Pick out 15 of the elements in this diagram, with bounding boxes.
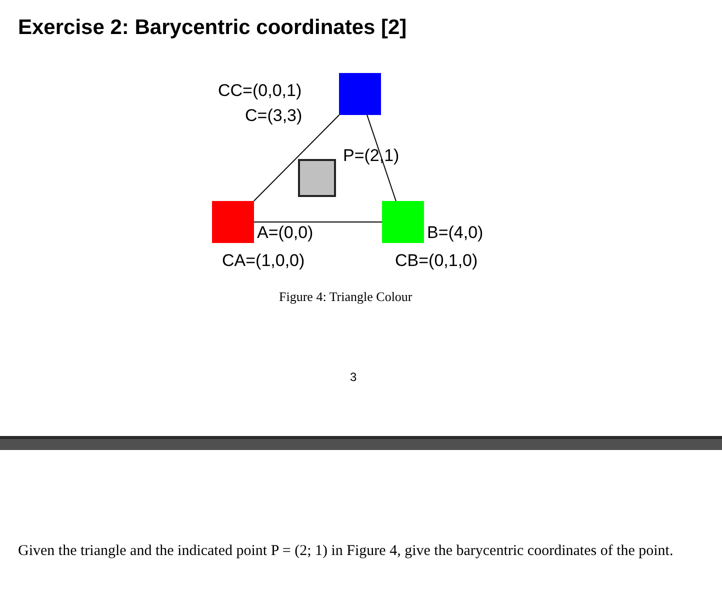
triangle-side bbox=[253, 114, 340, 202]
coordinate-label: CA=(1,0,0) bbox=[222, 250, 305, 272]
question-text: Given the triangle and the indicated point P = (2; 1) in Figure 4, give the barycentric coordinates of the point. bbox=[18, 542, 674, 561]
square-marker bbox=[212, 201, 254, 243]
coordinate-label: C=(3,3) bbox=[245, 105, 302, 127]
square-marker bbox=[382, 201, 424, 243]
heading: Exercise 2: Barycentric coordinates [2] bbox=[18, 16, 407, 40]
square-marker bbox=[339, 73, 381, 115]
coordinate-label: CB=(0,1,0) bbox=[395, 250, 478, 272]
page-number: 3 bbox=[350, 370, 357, 384]
square-marker bbox=[298, 159, 336, 197]
coordinate-label: B=(4,0) bbox=[427, 222, 484, 244]
figure-caption: Figure 4: Triangle Colour bbox=[279, 289, 412, 305]
coordinate-label: CC=(0,0,1) bbox=[218, 80, 302, 102]
coordinate-label: A=(0,0) bbox=[257, 222, 314, 244]
